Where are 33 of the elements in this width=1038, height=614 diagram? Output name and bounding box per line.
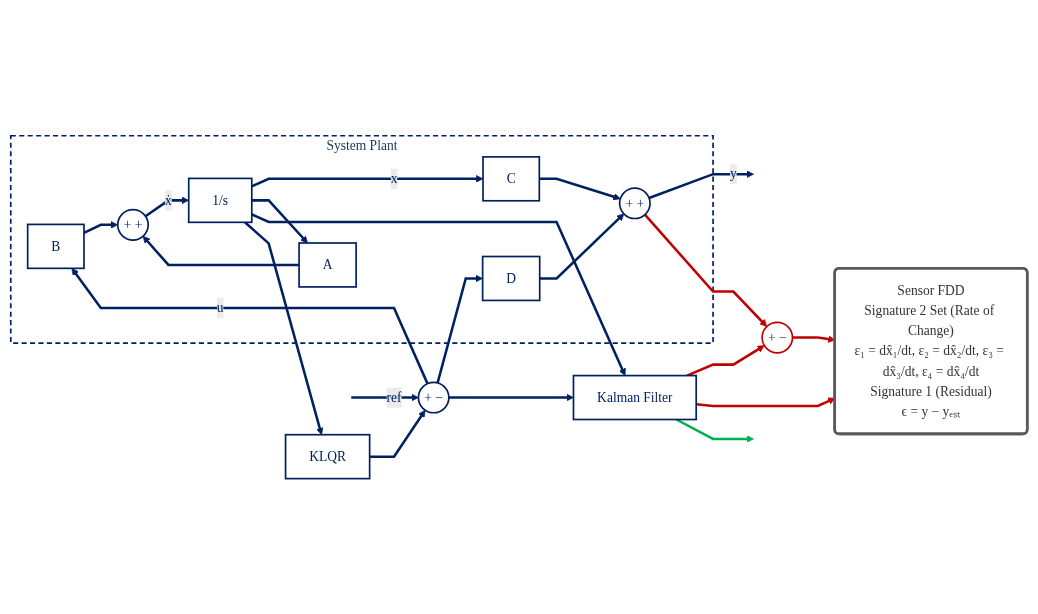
arrow xyxy=(244,221,324,435)
node-box: A xyxy=(298,241,357,288)
node-box: KLQR xyxy=(284,433,371,480)
arrow xyxy=(644,213,768,327)
arrow xyxy=(648,170,754,199)
edge-label: x xyxy=(390,171,398,186)
arrow xyxy=(686,345,765,377)
arrow xyxy=(539,177,621,201)
arrow xyxy=(448,393,574,402)
edge-label: ẋ xyxy=(165,192,172,207)
node-box: 1/s xyxy=(187,177,253,223)
node-circle: + + xyxy=(116,208,150,241)
arrow xyxy=(369,409,426,458)
edge-label: y xyxy=(729,166,737,181)
node-box: D xyxy=(481,255,541,302)
node-box: B xyxy=(26,223,85,269)
node-circle: + − xyxy=(417,381,450,414)
arrow xyxy=(142,235,300,267)
edge-label: ref xyxy=(386,389,402,405)
arrow xyxy=(251,213,626,376)
arrow xyxy=(539,213,625,280)
arrow xyxy=(71,267,429,384)
arrow xyxy=(251,174,484,188)
edge-label: u xyxy=(216,300,224,315)
arrow xyxy=(83,220,119,234)
arrow xyxy=(436,274,483,383)
arrow xyxy=(351,393,419,402)
node-box: C xyxy=(482,155,541,202)
node-box: Kalman Filter xyxy=(572,374,698,421)
node-circle: + + xyxy=(618,187,651,220)
arrow xyxy=(675,418,754,443)
node-circle: + − xyxy=(761,321,794,354)
arrow xyxy=(251,198,308,244)
